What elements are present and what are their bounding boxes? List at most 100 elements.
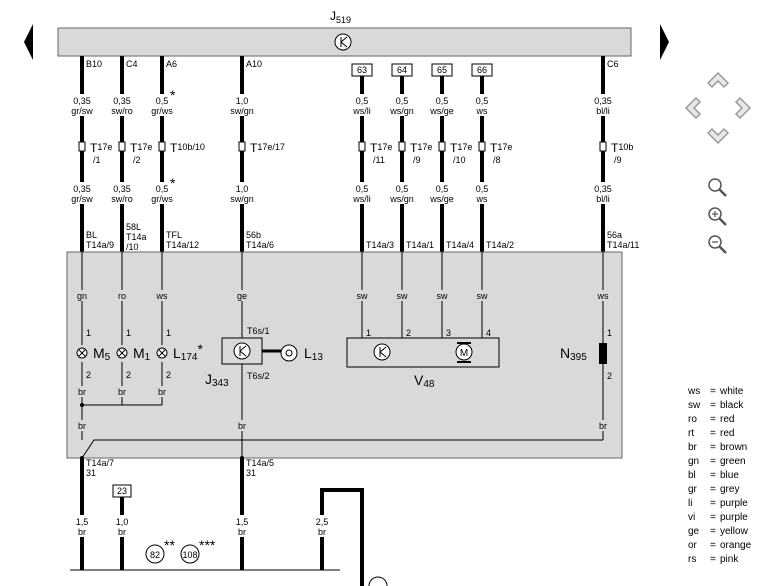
svg-text:2: 2 (406, 328, 411, 338)
harness-wires (80, 56, 605, 252)
component-n395-symbol (599, 343, 607, 364)
svg-text:br: br (238, 421, 246, 431)
legend-row: gr=grey (688, 484, 739, 495)
legend-row: sw=black (688, 400, 744, 411)
component-j343: J343 (205, 371, 229, 389)
svg-text:1: 1 (607, 328, 612, 338)
component-l13: L13 (304, 345, 323, 363)
svg-text:1: 1 (86, 328, 91, 338)
svg-text:82: 82 (150, 550, 160, 560)
pan-up-arrow-icon[interactable] (706, 71, 730, 89)
component-m5: M5 (93, 345, 111, 363)
svg-text:T17e: T17e (490, 141, 512, 155)
pan-right-arrow-icon[interactable] (734, 96, 752, 120)
svg-text:0,35: 0,35 (594, 96, 612, 106)
legend-color-name: white (719, 386, 744, 397)
svg-text:br: br (599, 421, 607, 431)
legend-equals: = (710, 400, 716, 411)
svg-text:M: M (460, 348, 468, 359)
legend-row: ws=white (687, 386, 744, 397)
zoom-in-icon[interactable] (708, 207, 727, 226)
component-v48: V48 (414, 372, 435, 390)
svg-text:0,35: 0,35 (594, 184, 612, 194)
svg-text:gr/sw: gr/sw (71, 194, 93, 204)
svg-text:ro: ro (118, 291, 126, 301)
svg-text:T14a/7: T14a/7 (86, 458, 114, 468)
svg-text:sw: sw (437, 291, 449, 301)
svg-text:sw/ro: sw/ro (111, 194, 133, 204)
svg-text:0,5: 0,5 (356, 184, 369, 194)
svg-text:31: 31 (86, 468, 96, 478)
svg-text:/10: /10 (453, 155, 466, 165)
legend-code: br (688, 442, 698, 453)
legend-color-name: yellow (720, 526, 749, 537)
svg-text:sw/gn: sw/gn (230, 106, 254, 116)
svg-text:1,0: 1,0 (236, 96, 249, 106)
svg-text:T14a/9: T14a/9 (86, 240, 114, 250)
svg-text:sw/ro: sw/ro (111, 106, 133, 116)
svg-text:ws/li: ws/li (352, 194, 371, 204)
svg-text:T17e: T17e (130, 141, 152, 155)
pin-c6: C6 (607, 59, 619, 69)
svg-text:31: 31 (246, 468, 256, 478)
svg-text:br: br (78, 387, 86, 397)
svg-text:3: 3 (446, 328, 451, 338)
legend-code: bl (688, 470, 696, 481)
svg-text:2: 2 (86, 370, 91, 380)
svg-text:56a: 56a (607, 230, 622, 240)
zoom-out-icon[interactable] (708, 235, 727, 254)
svg-text:108: 108 (182, 550, 197, 560)
svg-text:/1: /1 (93, 155, 101, 165)
legend-code: vi (688, 512, 695, 523)
svg-text:br: br (318, 527, 326, 537)
svg-text:sw/gn: sw/gn (230, 194, 254, 204)
next-page-arrow-icon[interactable] (660, 24, 669, 60)
svg-text:bl/li: bl/li (596, 194, 610, 204)
legend-equals: = (710, 512, 716, 523)
svg-text:1,5: 1,5 (76, 517, 89, 527)
svg-text:ws: ws (597, 291, 609, 301)
svg-text:1,0: 1,0 (116, 517, 129, 527)
pan-left-arrow-icon[interactable] (684, 96, 702, 120)
svg-text:br: br (158, 387, 166, 397)
ground-wire-specs: 1,5br 1,0br 1,5br 2,5br (70, 515, 334, 537)
legend-row: ge=yellow (688, 526, 749, 537)
legend-color-name: orange (720, 540, 752, 551)
svg-text:ws: ws (156, 291, 168, 301)
offpage-symbol-icon (368, 576, 388, 586)
svg-text:ws/gn: ws/gn (389, 194, 414, 204)
legend-color-name: purple (720, 512, 748, 523)
svg-text:br: br (118, 387, 126, 397)
svg-text:0,5: 0,5 (476, 184, 489, 194)
j343-electronic-icon (233, 342, 251, 360)
svg-text:ws: ws (476, 194, 488, 204)
svg-text:0,5: 0,5 (396, 96, 409, 106)
pin-a6: A6 (166, 59, 177, 69)
legend-color-name: brown (720, 442, 747, 453)
legend-row: or=orange (688, 540, 752, 551)
legend-equals: = (710, 470, 716, 481)
t6s-pin-2: T6s/2 (247, 371, 270, 381)
headlamp-bulb-icon (280, 344, 298, 362)
legend-equals: = (710, 484, 716, 495)
conn-box-66: 66 (477, 65, 487, 75)
pan-down-arrow-icon[interactable] (706, 127, 730, 145)
pin-c4: C4 (126, 59, 138, 69)
legend-code: gr (688, 484, 698, 495)
zoom-fit-icon[interactable] (708, 178, 727, 197)
svg-text:56b: 56b (246, 230, 261, 240)
conn-box-65: 65 (437, 65, 447, 75)
legend-row: br=brown (688, 442, 747, 453)
legend-row: ro=red (688, 414, 734, 425)
pan-controls (684, 71, 752, 145)
legend-row: gn=green (688, 456, 746, 467)
previous-page-arrow-icon[interactable] (24, 24, 33, 60)
svg-text:T17e/17: T17e/17 (250, 141, 285, 155)
svg-text:2: 2 (607, 371, 612, 381)
legend-equals: = (710, 428, 716, 439)
svg-text:T14a/1: T14a/1 (406, 240, 434, 250)
svg-text:ge: ge (237, 291, 247, 301)
